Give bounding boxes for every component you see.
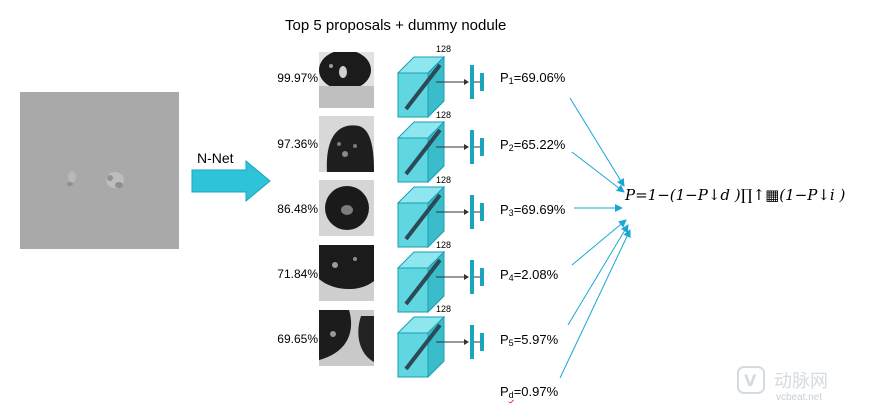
- feature-arrow-head: [464, 209, 469, 215]
- proposal-thumbnail: [319, 245, 374, 301]
- feature-vector-bar: [470, 260, 474, 294]
- cube-depth-label: 128: [436, 175, 452, 185]
- watermark-url: vcbeat.net: [776, 392, 823, 403]
- diagram-title: Top 5 proposals + dummy nodule: [285, 17, 507, 34]
- cube-depth-label: 128: [436, 110, 452, 120]
- proposal-confidence: 71.84%: [277, 267, 318, 281]
- arrow-p4: [571, 219, 627, 266]
- cube-side-face: [427, 185, 445, 249]
- svg-text:V: V: [744, 371, 757, 390]
- dummy-probability: Pd=0.97%: [500, 384, 559, 400]
- arrow-pd: [559, 229, 631, 379]
- cube-side-face: [427, 120, 445, 184]
- proposal-confidence: 86.48%: [277, 202, 318, 216]
- cube-3: [396, 185, 484, 249]
- network-arrow: [191, 160, 271, 202]
- ct-scan-graphic: [67, 171, 124, 188]
- output-bar: [480, 73, 484, 91]
- output-bar: [480, 333, 484, 351]
- cube-depth-label: 128: [436, 240, 452, 250]
- feature-arrow-head: [464, 274, 469, 280]
- proposal-probability: P3=69.69%: [500, 202, 566, 218]
- feature-vector-bar: [470, 325, 474, 359]
- output-bar: [480, 138, 484, 156]
- cube-kernel: [404, 323, 442, 371]
- cube-side-face: [427, 55, 445, 119]
- cube-5: [396, 315, 484, 379]
- cube-kernel: [404, 63, 442, 111]
- proposal-confidence: 69.65%: [277, 332, 318, 346]
- proposal-probability: P4=2.08%: [500, 267, 559, 283]
- feature-vector-bar: [470, 195, 474, 229]
- cube-2: [396, 120, 484, 184]
- proposal-probability: P1=69.06%: [500, 70, 566, 86]
- proposal-probability: P2=65.22%: [500, 137, 566, 153]
- svg-text:动脉网: 动脉网: [774, 371, 828, 392]
- cube-side-face: [427, 315, 445, 379]
- feature-arrow-head: [464, 144, 469, 150]
- proposal-thumbnail: [319, 180, 374, 236]
- feature-vector-bar: [470, 65, 474, 99]
- output-bar: [480, 203, 484, 221]
- cube-depth-label: 128: [436, 44, 452, 54]
- proposal-thumbnail: [319, 116, 374, 172]
- cube-kernel: [404, 258, 442, 306]
- arrow-p1: [569, 97, 625, 187]
- arrow-p5: [567, 224, 629, 326]
- proposal-thumbnail: [319, 52, 374, 108]
- proposal-thumbnail: [319, 310, 374, 366]
- proposal-confidence: 99.97%: [277, 71, 318, 85]
- cube-kernel: [404, 128, 442, 176]
- proposal-confidence: 97.36%: [277, 137, 318, 151]
- vcbeat-watermark-logo: V 动脉网: [737, 366, 828, 394]
- feature-arrow-head: [464, 79, 469, 85]
- cube-4: [396, 250, 484, 314]
- cube-side-face: [427, 250, 445, 314]
- arrow-p2: [571, 151, 625, 193]
- proposal-probability: P5=5.97%: [500, 332, 559, 348]
- ct-scan-image: [20, 92, 179, 249]
- cube-kernel: [404, 193, 442, 241]
- cube-1: [396, 55, 484, 119]
- feature-arrow-head: [464, 339, 469, 345]
- feature-vector-bar: [470, 130, 474, 164]
- network-label: N-Net: [197, 150, 234, 166]
- output-bar: [480, 268, 484, 286]
- cube-depth-label: 128: [436, 304, 452, 314]
- aggregation-formula: P=1−(1−P↓d )∏↑▦(1−P↓i ): [625, 186, 846, 204]
